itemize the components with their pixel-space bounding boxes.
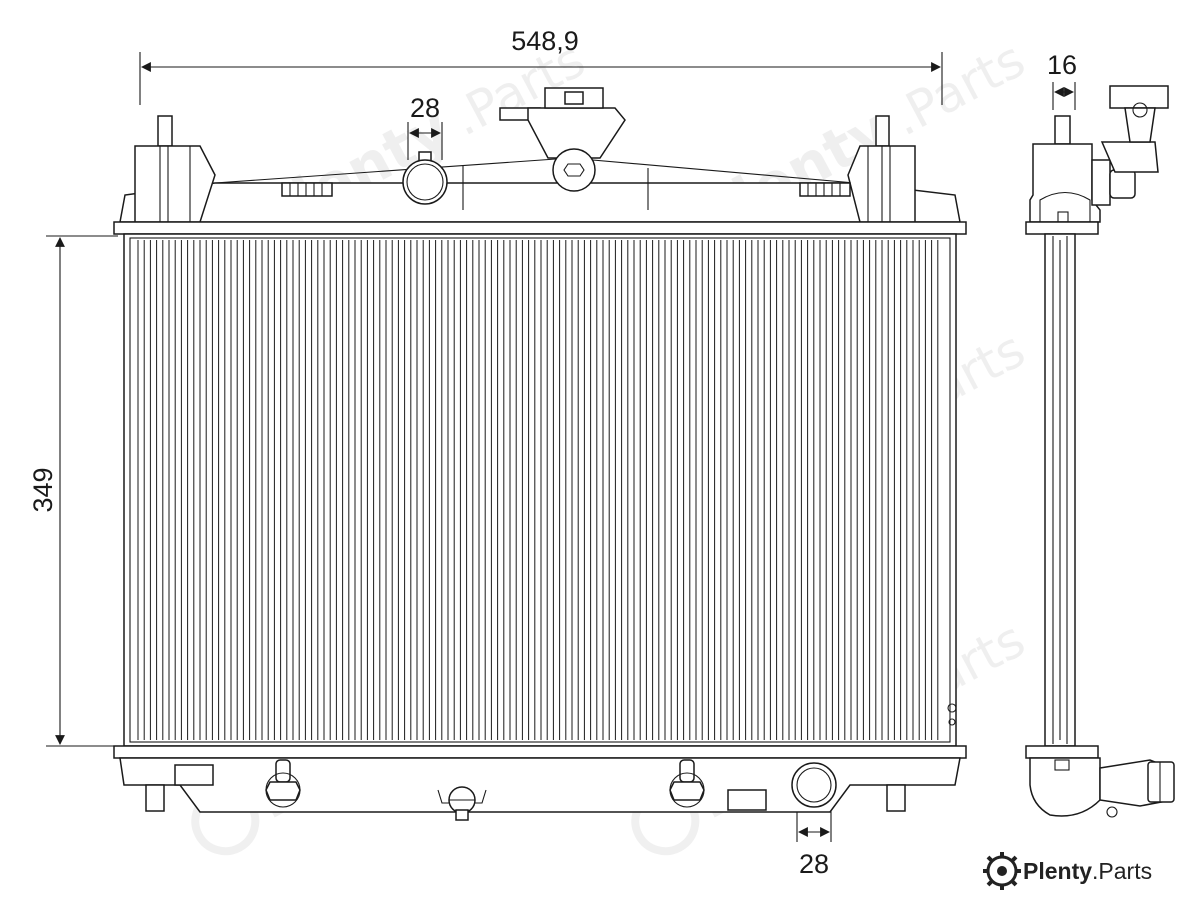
filler-cap (499, 87, 626, 192)
drain-stud-right (669, 759, 705, 808)
dimension-width-label: 548,9 (511, 26, 579, 56)
mount-bracket-right (847, 115, 916, 223)
brand-logo: Plenty.Parts (983, 852, 1152, 890)
dimension-depth-label: 16 (1047, 50, 1077, 80)
drain-plug-center (437, 786, 487, 821)
tank-ribs-left (281, 182, 333, 197)
dimension-height-label: 349 (28, 467, 58, 512)
dimension-outlet-label: 28 (799, 849, 829, 879)
svg-text:.Parts: .Parts (883, 30, 1034, 147)
inlet-pipe (402, 151, 448, 205)
dimension-height: 349 (28, 235, 118, 747)
dimension-depth: 16 (1047, 50, 1077, 110)
dimension-inlet: 28 (407, 93, 443, 160)
brand-logo-text: Plenty.Parts (1023, 858, 1152, 884)
core-fins (137, 240, 939, 740)
mount-bracket-left (134, 115, 216, 223)
top-header-plate (113, 221, 967, 235)
radiator-core (123, 233, 957, 747)
bottom-header-plate (113, 745, 967, 759)
dimension-outlet: 28 (796, 808, 832, 879)
dimension-width: 548,9 (139, 26, 943, 105)
dimension-inlet-label: 28 (410, 93, 440, 123)
radiator-front-view (113, 87, 967, 821)
radiator-side-view (1025, 85, 1175, 818)
outlet-pipe (791, 762, 837, 808)
tank-ribs-right (799, 182, 851, 197)
drain-stud-left (265, 759, 301, 808)
